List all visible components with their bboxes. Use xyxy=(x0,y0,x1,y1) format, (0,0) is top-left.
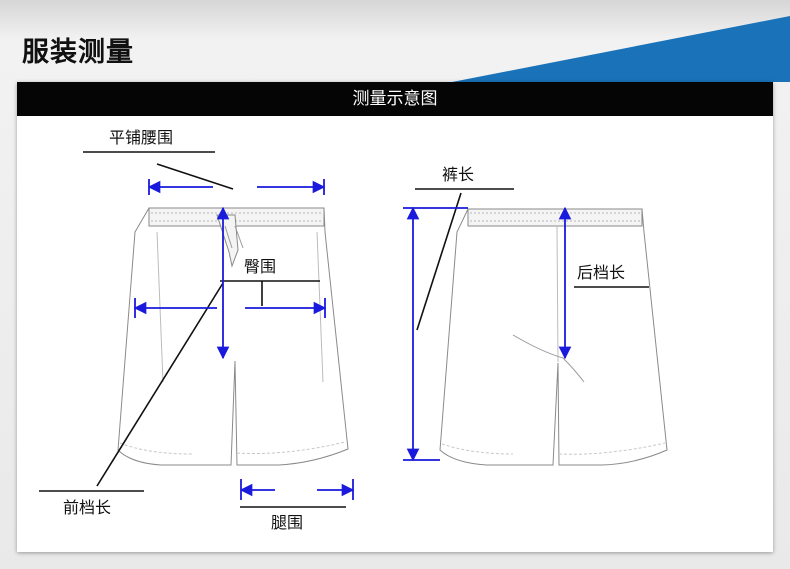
label-thigh: 腿围 xyxy=(271,513,304,532)
blue-accent-band xyxy=(452,16,790,82)
measurement-panel: 测量示意图 xyxy=(17,82,773,552)
back-shorts xyxy=(439,208,668,466)
header: 服装测量 xyxy=(0,0,790,82)
leader-lines xyxy=(39,151,649,508)
label-pants-length: 裤长 xyxy=(442,165,475,184)
measurement-arrows xyxy=(133,179,572,500)
label-hip: 臀围 xyxy=(244,257,277,276)
front-shorts xyxy=(117,207,349,466)
label-front-rise: 前档长 xyxy=(63,498,112,517)
label-back-rise: 后档长 xyxy=(577,263,626,282)
label-waist: 平铺腰围 xyxy=(109,128,174,147)
shorts-diagram xyxy=(39,151,668,508)
page-title: 服装测量 xyxy=(22,37,134,68)
panel-banner: 测量示意图 xyxy=(17,82,773,116)
